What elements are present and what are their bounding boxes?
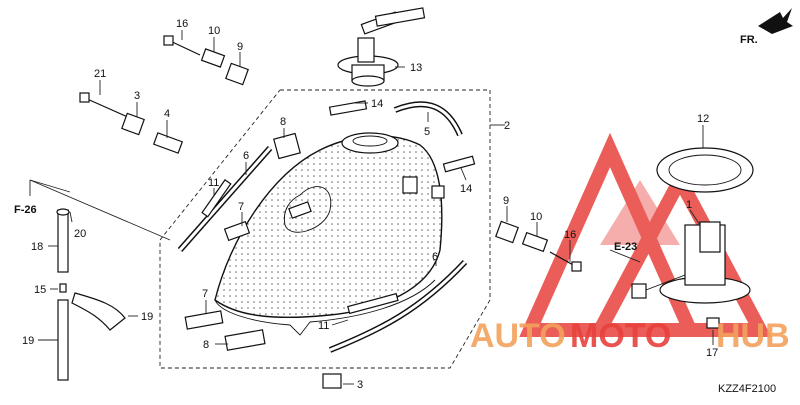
callout-8-bottom: 8 <box>203 339 209 351</box>
callout-9-top: 9 <box>237 41 243 53</box>
callout-10-right: 10 <box>530 211 542 223</box>
front-direction-label: FR. <box>740 34 758 46</box>
leader-lines <box>29 30 714 385</box>
callout-16-right: 16 <box>564 229 576 241</box>
ref-e23: E-23 <box>614 241 637 253</box>
callout-11-bottom: 11 <box>318 320 329 332</box>
callout-3-top: 3 <box>134 90 140 102</box>
callout-14-right: 14 <box>460 183 472 195</box>
fuel-tank <box>214 132 445 336</box>
callout-7-center: 7 <box>238 201 244 213</box>
callout-19-left: 19 <box>22 335 34 347</box>
callout-4: 4 <box>164 108 170 120</box>
callout-17: 17 <box>706 347 718 359</box>
ref-f26: F-26 <box>14 204 37 216</box>
hoses-and-strips <box>56 100 476 381</box>
assembly-outline <box>159 89 505 369</box>
callout-20: 20 <box>74 228 86 240</box>
watermark-word-moto: MOTO <box>570 317 671 355</box>
callout-numbers: 16 10 9 13 21 3 4 14 5 2 8 6 11 7 14 9 1… <box>22 18 718 391</box>
callout-1: 1 <box>686 199 692 211</box>
watermark-word-auto: AUTO <box>470 317 566 355</box>
front-direction-indicator: FR. <box>740 8 793 46</box>
callout-3-bottom: 3 <box>357 379 363 391</box>
fuel-pump <box>631 221 751 304</box>
callout-21: 21 <box>94 68 106 80</box>
callout-7-bottom: 7 <box>202 288 208 300</box>
callout-5: 5 <box>424 126 430 138</box>
callout-16-top: 16 <box>176 18 188 30</box>
callout-6-right: 6 <box>432 251 438 263</box>
fasteners <box>79 35 720 389</box>
callout-18: 18 <box>31 241 43 253</box>
callout-10-top: 10 <box>208 25 220 37</box>
callout-9-right: 9 <box>503 195 509 207</box>
watermark-word-hub: HUB <box>716 317 790 355</box>
callout-6-left: 6 <box>243 150 249 162</box>
callout-15: 15 <box>34 284 46 296</box>
callout-14-top: 14 <box>371 98 383 110</box>
diagram-code: KZZ4F2100 <box>718 383 776 395</box>
fuel-cap <box>337 7 426 87</box>
reference-labels: F-26 E-23 <box>14 204 637 253</box>
watermark-text: AUTO MOTO HUB <box>470 317 790 355</box>
callout-11-left: 11 <box>208 177 219 189</box>
callout-2: 2 <box>504 120 510 132</box>
packing-ring <box>656 147 754 193</box>
callout-8-top: 8 <box>280 116 286 128</box>
callout-13: 13 <box>410 62 422 74</box>
callout-19-right: 19 <box>141 311 153 323</box>
callout-12: 12 <box>697 113 709 125</box>
